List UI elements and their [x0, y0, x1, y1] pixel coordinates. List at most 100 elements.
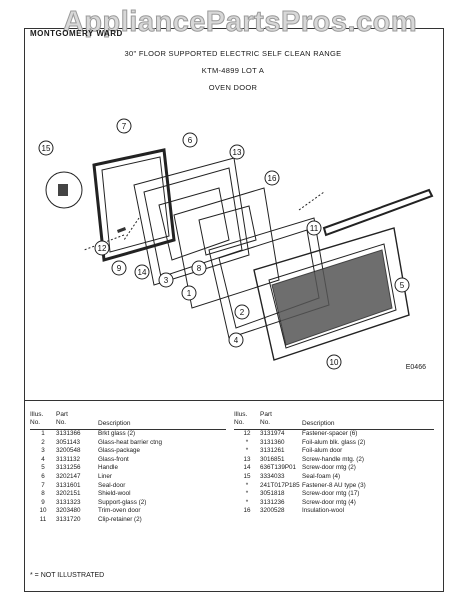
cell-no: 13 [243, 455, 251, 463]
svg-text:13: 13 [233, 148, 242, 157]
cell-desc: Trim-oven door [98, 507, 141, 515]
part-glass-front [271, 249, 393, 346]
part-trim-oven-door [253, 227, 410, 361]
table-row: 6 3202147 Liner [30, 473, 226, 482]
cell-part: 636T139P01 [260, 464, 297, 472]
callout-12: 12 [94, 240, 110, 256]
cell-part: 3131360 [260, 438, 285, 446]
part-liner [133, 157, 250, 286]
cell-desc: Liner [98, 472, 113, 480]
cell-part: 3200528 [260, 507, 285, 515]
cell-part: 3131236 [260, 498, 285, 506]
table-row: 7 3131601 Seal-door [30, 482, 226, 491]
title-block: 30" FLOOR SUPPORTED ELECTRIC SELF CLEAN … [24, 48, 442, 99]
cell-desc: Clip-retainer (2) [98, 515, 142, 523]
cell-desc: Support-glass (2) [98, 498, 147, 506]
cell-no: 5 [41, 464, 45, 472]
svg-text:11: 11 [310, 224, 319, 233]
cell-no: 8 [41, 490, 45, 498]
cell-desc: Glass-package [98, 447, 140, 455]
svg-text:15: 15 [42, 144, 51, 153]
cell-part: 3131601 [56, 481, 81, 489]
callout-11: 11 [306, 220, 322, 236]
svg-text:7: 7 [122, 122, 127, 131]
header-description: Description [302, 420, 335, 427]
callout-6: 6 [182, 132, 198, 148]
footnote: * = NOT ILLUSTRATED [30, 572, 105, 579]
callout-5: 5 [394, 277, 410, 293]
brand-name: MONTGOMERY WARD [30, 29, 123, 38]
cell-no: 1 [41, 430, 45, 437]
header-part: Part [56, 411, 68, 418]
cell-part: 3202147 [56, 472, 81, 480]
cell-part: 3131323 [56, 498, 81, 506]
cell-desc: Seal-door [98, 481, 126, 489]
cell-no: 4 [41, 455, 45, 463]
exploded-view: 7 15 6 13 16 11 12 9 14 3 8 1 5 2 4 10 [38, 118, 434, 370]
cell-no: 7 [41, 481, 45, 489]
callout-14: 14 [134, 264, 150, 280]
cell-no: 12 [243, 430, 251, 437]
callout-15: 15 [38, 140, 54, 156]
part-handle [322, 188, 434, 237]
svg-text:16: 16 [268, 174, 277, 183]
header-illus: Illus. [30, 411, 44, 418]
part-insulation-wool [173, 187, 280, 309]
cell-part: 3200548 [56, 447, 81, 455]
svg-text:4: 4 [234, 336, 239, 345]
cell-no: 10 [39, 507, 47, 515]
header-part: Part [260, 411, 272, 418]
cell-part: 3016851 [260, 455, 285, 463]
svg-text:1: 1 [187, 289, 192, 298]
callout-1: 1 [181, 285, 197, 301]
cell-part: 3131974 [260, 430, 285, 437]
header-illus-no: No. [30, 419, 41, 426]
part-seal-door [92, 148, 176, 262]
cell-no: 9 [41, 498, 45, 506]
cell-no: 6 [41, 472, 45, 480]
cell-desc: Fastener-8 AU type (3) [302, 481, 366, 489]
callout-9: 9 [111, 260, 127, 276]
watermark: AppliancePartsPros.com [62, 6, 418, 39]
svg-text:6: 6 [188, 136, 193, 145]
callout-4: 4 [228, 332, 244, 348]
cell-desc: Screw-handle mtg. (2) [302, 455, 364, 463]
cell-part: 241T017P185 [260, 481, 300, 489]
callout-7: 7 [116, 118, 132, 134]
cell-desc: Insulation-wool [302, 507, 345, 515]
cell-no: * [245, 481, 249, 489]
table-divider [24, 400, 444, 401]
callout-8: 8 [191, 260, 207, 276]
header-part-no: No. [56, 419, 67, 426]
svg-text:5: 5 [400, 281, 405, 290]
cell-no: * [245, 447, 249, 455]
cell-part: 3051143 [56, 438, 81, 446]
cell-part: 3334033 [260, 472, 285, 480]
cell-no: * [245, 438, 249, 446]
cell-desc: Screw-door mtg (4) [302, 498, 356, 506]
callouts: 7 15 6 13 16 11 12 9 14 3 8 1 5 2 4 10 [38, 118, 410, 370]
header-description: Description [98, 420, 131, 427]
cell-desc: Foil-alum blk. glass (2) [302, 438, 366, 446]
svg-text:12: 12 [98, 244, 107, 253]
section-title: OVEN DOOR [208, 83, 258, 92]
page-frame [24, 28, 444, 592]
cell-desc: Seal-foam (4) [302, 472, 341, 480]
cell-desc: Shield-wool [98, 490, 131, 498]
cell-part: 3131366 [56, 430, 81, 437]
model-number: KTM-4899 LOT A [201, 66, 265, 75]
cell-desc: Handle [98, 464, 118, 472]
